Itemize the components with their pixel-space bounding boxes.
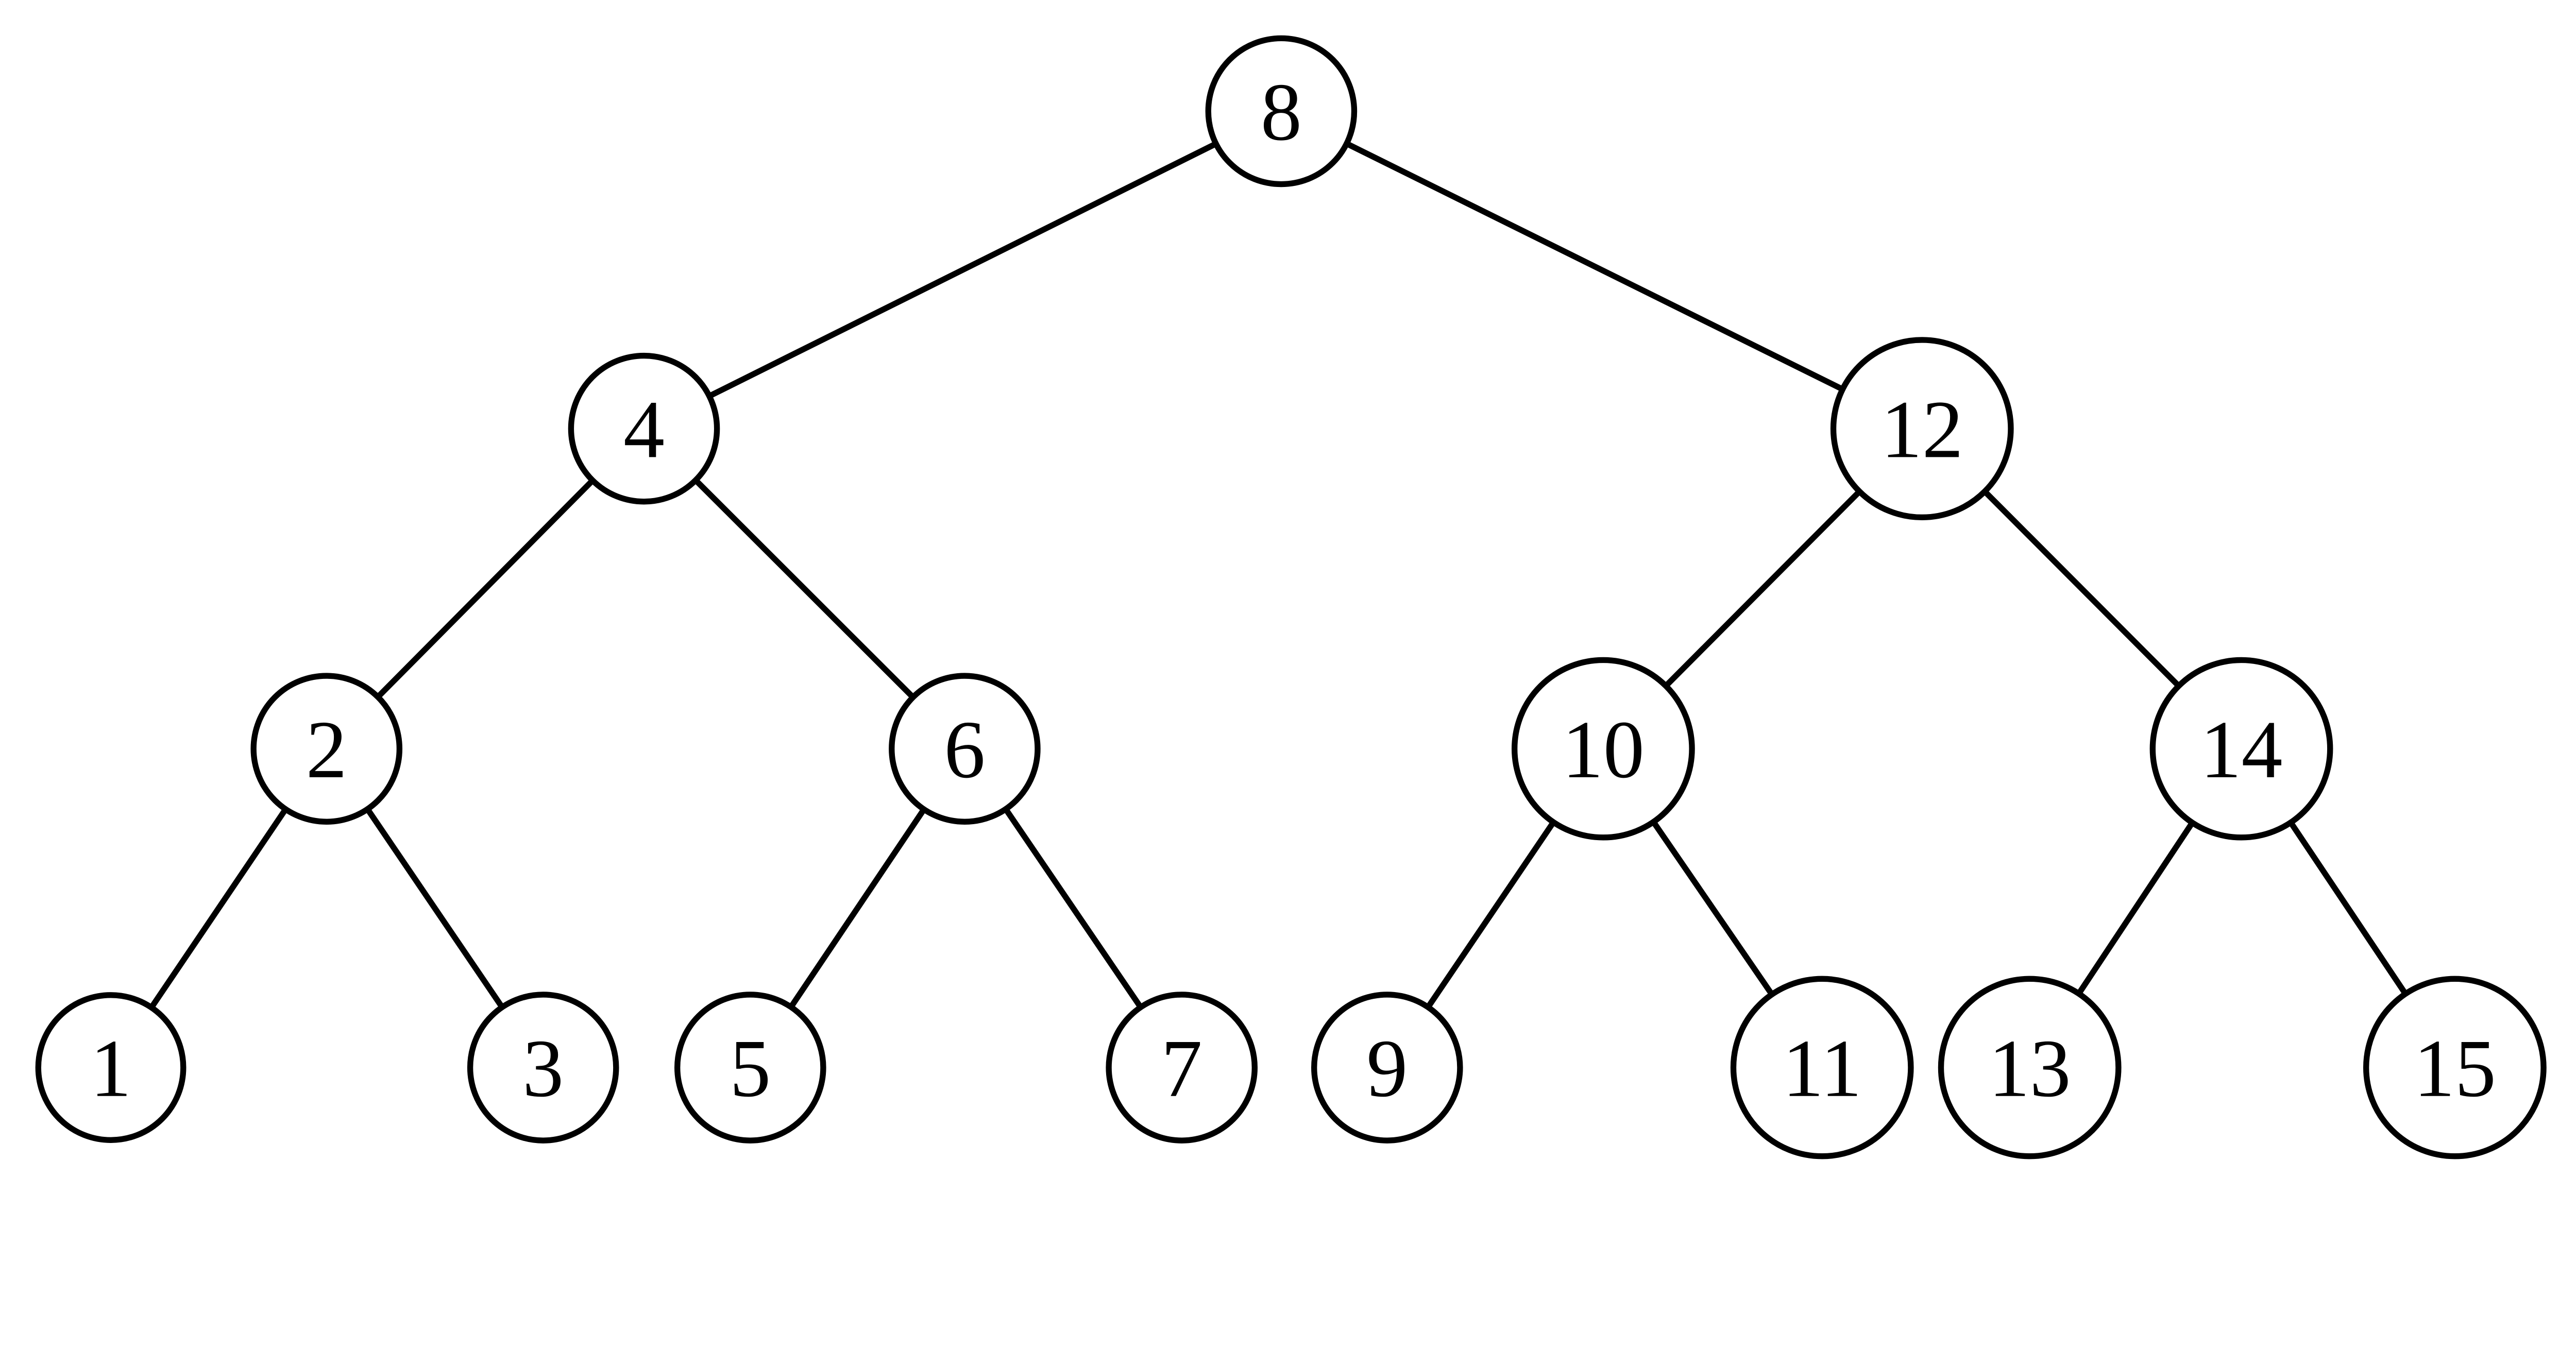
tree-node-14: 14 <box>2149 657 2333 841</box>
tree-node-8: 8 <box>1205 35 1358 187</box>
tree-node-9: 9 <box>1311 992 1463 1144</box>
tree-node-5: 5 <box>674 992 826 1144</box>
tree-node-circle-7 <box>1106 992 1258 1144</box>
tree-node-2: 2 <box>250 673 403 825</box>
tree-node-circle-12 <box>1830 337 2014 521</box>
tree-node-circle-14 <box>2149 657 2333 841</box>
tree-node-circle-5 <box>674 992 826 1144</box>
tree-node-circle-1 <box>35 992 187 1143</box>
tree-node-circle-9 <box>1311 992 1463 1144</box>
tree-node-label-8: 8 <box>1261 66 1302 158</box>
tree-node-13: 13 <box>1938 976 2122 1159</box>
tree-node-label-5: 5 <box>730 1022 771 1114</box>
tree-node-label-11: 11 <box>1783 1022 1862 1114</box>
tree-node-label-13: 13 <box>1989 1022 2071 1114</box>
tree-node-label-15: 15 <box>2414 1022 2496 1114</box>
tree-node-label-4: 4 <box>623 383 665 475</box>
tree-node-circle-2 <box>250 673 403 825</box>
tree-node-circle-3 <box>467 992 619 1144</box>
tree-node-label-1: 1 <box>90 1022 131 1114</box>
tree-node-circle-10 <box>1512 657 1695 841</box>
tree-node-label-12: 12 <box>1881 383 1963 475</box>
tree-node-15: 15 <box>2363 976 2547 1159</box>
tree-node-4: 4 <box>568 352 720 505</box>
tree-node-circle-6 <box>889 673 1041 825</box>
tree-node-10: 10 <box>1512 657 1695 841</box>
tree-node-label-3: 3 <box>522 1022 564 1114</box>
tree-node-12: 12 <box>1830 337 2014 521</box>
tree-node-circle-4 <box>568 352 720 505</box>
tree-edge-8-4 <box>642 108 1283 432</box>
tree-node-circle-15 <box>2363 976 2547 1159</box>
tree-node-6: 6 <box>889 673 1041 825</box>
tree-node-circle-8 <box>1205 35 1358 187</box>
tree-node-label-6: 6 <box>944 704 985 795</box>
tree-node-label-10: 10 <box>1562 704 1645 795</box>
tree-edge-8-12 <box>1280 108 1924 432</box>
tree-node-11: 11 <box>1730 976 1914 1159</box>
tree-node-circle-13 <box>1938 976 2122 1159</box>
tree-node-label-2: 2 <box>306 704 347 795</box>
tree-node-7: 7 <box>1106 992 1258 1144</box>
tree-node-1: 1 <box>35 992 187 1143</box>
tree-node-label-7: 7 <box>1161 1022 1202 1114</box>
tree-node-label-14: 14 <box>2200 704 2283 795</box>
edges-layer <box>108 108 2458 1069</box>
tree-node-3: 3 <box>467 992 619 1144</box>
tree-node-label-9: 9 <box>1366 1022 1408 1114</box>
tree-node-circle-11 <box>1730 976 1914 1159</box>
